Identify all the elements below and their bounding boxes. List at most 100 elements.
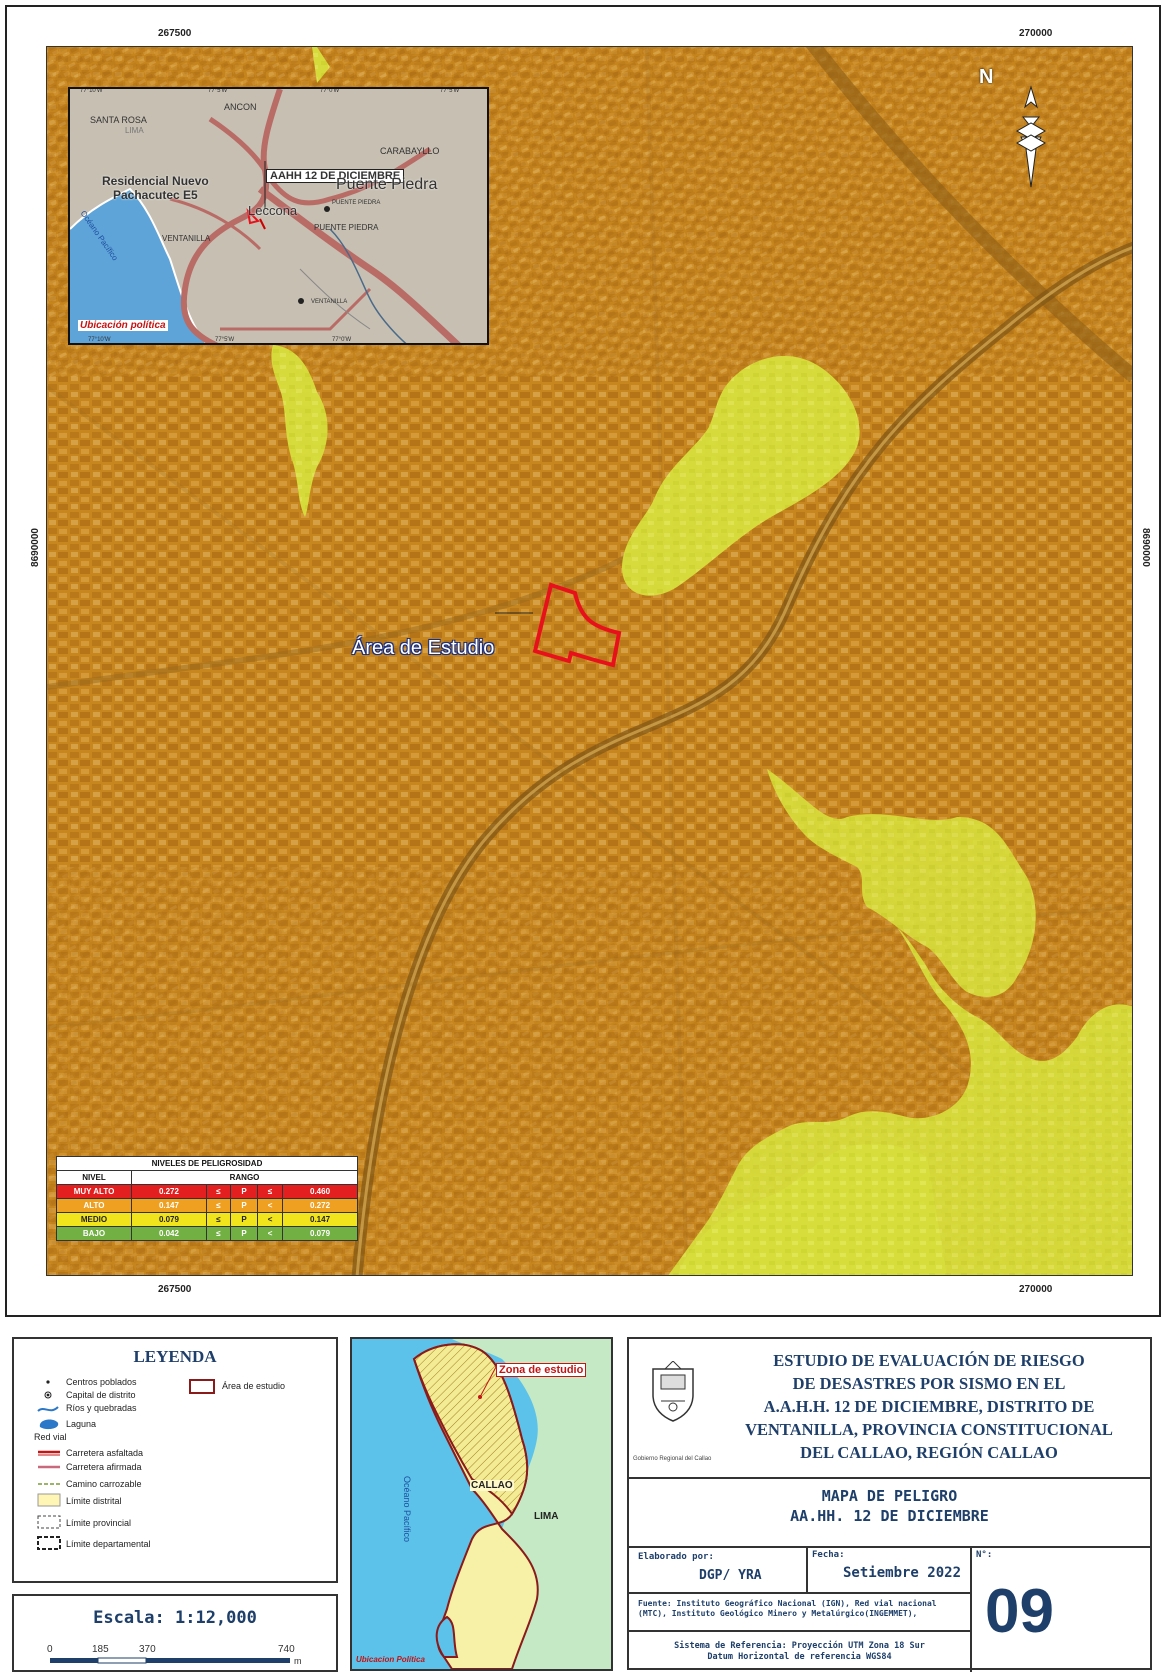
gov-name: Gobierno Regional del Callao — [633, 1456, 712, 1462]
hazard-low: 0.079 — [131, 1212, 207, 1227]
coord-bottom-left: 267500 — [158, 1284, 192, 1295]
coord-top-left: 267500 — [158, 28, 192, 39]
fecha-value: Setiembre 2022 — [843, 1565, 962, 1581]
scale-tick-740: 740 — [278, 1644, 295, 1655]
hazard-op: ≤ — [257, 1184, 284, 1199]
inset-map-canvas — [70, 89, 487, 343]
hazard-levels-table: NIVELES DE PELIGROSIDAD NIVEL RANGO MUY … — [56, 1156, 358, 1241]
minimap-canvas — [352, 1339, 611, 1669]
inset-tick-top-2: 77°5'W — [208, 88, 228, 94]
legend-title: LEYENDA — [133, 1347, 217, 1366]
legend-carretera-asfaltada: Carretera asfaltada — [66, 1448, 144, 1458]
minimap-zona-estudio: Zona de estudio — [496, 1363, 587, 1377]
hazard-high: 0.460 — [282, 1184, 358, 1199]
legend-red-vial: Red vial — [34, 1432, 67, 1442]
inset-tick-bottom-1: 77°10'W — [88, 337, 111, 343]
hazard-op: < — [257, 1226, 284, 1241]
north-letter: N — [979, 66, 994, 88]
inset-tick-top-4: 77°5'W — [440, 88, 460, 94]
inset-place-puente-piedra: Puente Piedra — [336, 176, 438, 193]
minimap-lima: LIMA — [534, 1511, 559, 1522]
legend-area-estudio: Área de estudio — [222, 1381, 286, 1391]
hazard-op: < — [257, 1212, 284, 1227]
legend-camino-carrozable: Camino carrozable — [66, 1479, 142, 1489]
hazard-p: P — [229, 1198, 259, 1213]
scale-unit: m — [294, 1656, 302, 1666]
hazard-table-title: NIVELES DE PELIGROSIDAD — [56, 1156, 358, 1171]
inset-tick-top-1: 77°10'W — [80, 88, 103, 94]
hazard-op: ≤ — [205, 1212, 231, 1227]
coord-left-mid: 8690000 — [30, 528, 41, 567]
scale-label: Escala: 1:12,000 — [93, 1608, 257, 1628]
inset-place-ventanilla: VENTANILLA — [162, 234, 211, 243]
hazard-high: 0.079 — [282, 1226, 358, 1241]
inset-tick-bottom-2: 77°5'W — [215, 337, 235, 343]
hazard-low: 0.042 — [131, 1226, 207, 1241]
legend-panel: LEYENDA Centros poblados Capital de dist… — [12, 1337, 338, 1583]
government-seal-icon — [652, 1361, 694, 1422]
inset-place-ancon: ANCON — [224, 102, 257, 112]
inset-ubicacion-label: Ubicación política — [78, 320, 168, 331]
inset-place-puente-piedra-small: PUENTE PIEDRA — [314, 223, 379, 232]
scale-tick-370: 370 — [139, 1644, 156, 1655]
hazard-p: P — [229, 1226, 259, 1241]
inset-place-carabayllo: CARABAYLLO — [380, 146, 440, 156]
minimap-ubicacion: Ubicacion Política — [356, 1655, 425, 1664]
inset-place-ventanilla-point: VENTANILLA — [311, 299, 348, 305]
north-arrow-icon — [1015, 85, 1047, 188]
hazard-level: ALTO — [56, 1198, 132, 1213]
scale-tick-0: 0 — [47, 1644, 53, 1655]
legend-limite-departamental: Límite departamental — [66, 1539, 151, 1549]
inset-tick-top-3: 77°0'W — [320, 88, 340, 94]
inset-place-santa-rosa: SANTA ROSA — [90, 115, 147, 125]
hazard-level: MEDIO — [56, 1212, 132, 1227]
hazard-level: MUY ALTO — [56, 1184, 132, 1199]
scale-panel: Escala: 1:12,000 0 185 370 740 m — [12, 1594, 338, 1672]
hazard-p: P — [229, 1212, 259, 1227]
inset-place-leccona: Leccona — [248, 203, 298, 218]
political-location-minimap[interactable]: Zona de estudio CALLAO LIMA Océano Pacíf… — [350, 1337, 613, 1671]
legend-limite-provincial: Límite provincial — [66, 1518, 132, 1528]
legend-rios: Ríos y quebradas — [66, 1403, 137, 1413]
scale-tick-185: 185 — [92, 1644, 109, 1655]
hazard-level: BAJO — [56, 1226, 132, 1241]
inset-place-lima: LIMA — [125, 126, 144, 135]
study-area-label: Área de Estudio — [352, 637, 495, 659]
hazard-op: ≤ — [205, 1184, 231, 1199]
hazard-high: 0.272 — [282, 1198, 358, 1213]
hazard-p: P — [229, 1184, 259, 1199]
hazard-col-level: NIVEL — [56, 1170, 132, 1185]
sistema-text: Sistema de Referencia: Proyección UTM Zo… — [674, 1641, 925, 1662]
inset-location-map[interactable]: 77°10'W 77°5'W 77°0'W 77°5'W 77°10'W 77°… — [68, 87, 489, 345]
map-name: MAPA DE PELIGRO AA.HH. 12 DE DICIEMBRE — [790, 1487, 989, 1525]
hazard-row-bajo: BAJO 0.042 ≤ P < 0.079 — [56, 1226, 358, 1241]
hazard-row-medio: MEDIO 0.079 ≤ P < 0.147 — [56, 1212, 358, 1227]
title-block: Gobierno Regional del Callao ESTUDIO DE … — [627, 1337, 1152, 1672]
fuente-text: Fuente: Instituto Geográfico Nacional (I… — [638, 1599, 937, 1618]
inset-aahh-label: AAHH 12 DE DICIEMBRE — [266, 169, 405, 183]
inset-place-residencial: Residencial Nuevo Pachacutec E5 — [102, 174, 209, 202]
scale-bar-icon — [50, 1657, 290, 1664]
hazard-col-range: RANGO — [131, 1170, 358, 1185]
inset-tick-bottom-3: 77°0'W — [332, 337, 352, 343]
legend-limite-distrital: Límite distrital — [66, 1496, 122, 1506]
numero-label: N°: — [976, 1550, 993, 1560]
coord-bottom-right: 270000 — [1019, 1284, 1053, 1295]
minimap-ocean: Océano Pacífico — [402, 1476, 412, 1543]
inset-place-puente-piedra-point: PUENTE PIEDRA — [332, 200, 381, 206]
coord-top-right: 270000 — [1019, 28, 1053, 39]
elaborado-label: Elaborado por: — [638, 1552, 714, 1562]
legend-carretera-afirmada: Carretera afirmada — [66, 1462, 142, 1472]
hazard-low: 0.272 — [131, 1184, 207, 1199]
hazard-row-muy-alto: MUY ALTO 0.272 ≤ P ≤ 0.460 — [56, 1184, 358, 1199]
fecha-label: Fecha: — [812, 1550, 845, 1560]
hazard-op: ≤ — [205, 1198, 231, 1213]
legend-symbols — [37, 1379, 215, 1550]
legend-laguna: Laguna — [66, 1419, 97, 1429]
study-area-boundary — [532, 582, 622, 668]
numero-value: 09 — [985, 1577, 1054, 1646]
elaborado-value: DGP/ YRA — [699, 1568, 762, 1583]
hazard-op: ≤ — [205, 1226, 231, 1241]
legend-centros-poblados: Centros poblados — [66, 1377, 137, 1387]
study-title: ESTUDIO DE EVALUACIÓN DE RIESGO DE DESAS… — [745, 1351, 1113, 1462]
